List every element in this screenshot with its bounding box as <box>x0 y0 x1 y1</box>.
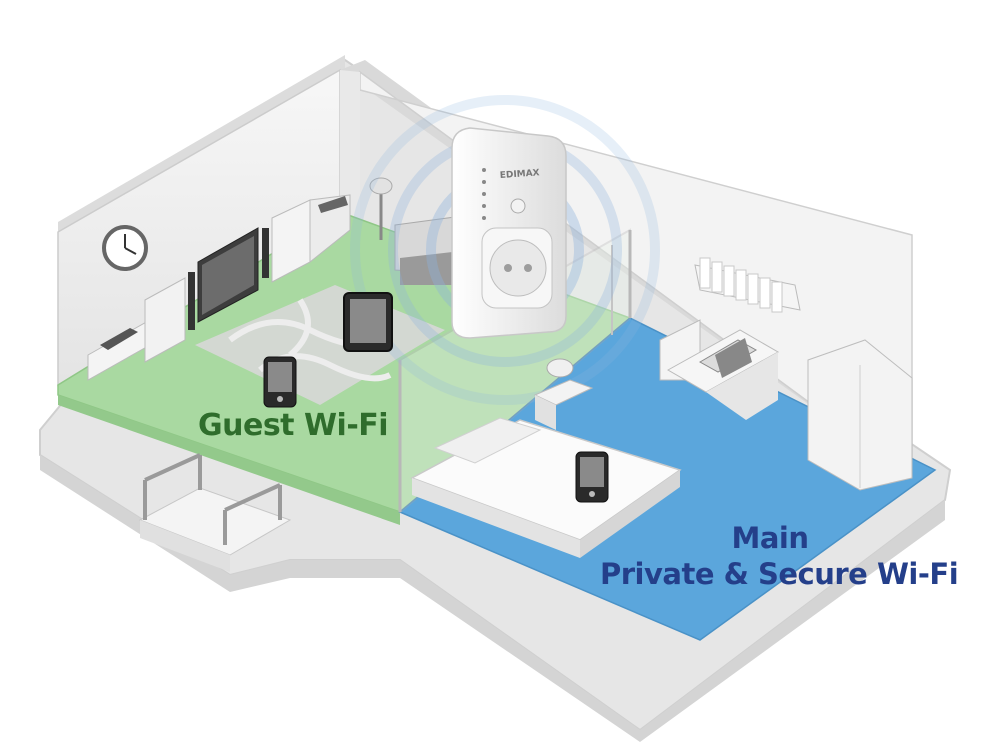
wps-button-icon <box>510 198 526 214</box>
wall-clock-icon <box>102 225 148 271</box>
range-extender-device: EDIMAX <box>451 127 567 339</box>
power-socket-icon <box>489 239 547 297</box>
living-room-furniture <box>87 177 393 381</box>
device-brand: EDIMAX <box>500 168 540 181</box>
bedroom-furniture <box>410 358 682 558</box>
guest-floor-edge <box>58 395 400 525</box>
phone-icon-guest <box>263 356 297 408</box>
tablet-icon <box>343 292 393 352</box>
main-wifi-label-line2: Private & Secure Wi-Fi <box>600 557 959 591</box>
office-furniture <box>659 257 913 491</box>
phone-icon-main <box>575 451 609 503</box>
main-wifi-label-line1: Main <box>731 521 809 555</box>
main-wifi-label: Main Private & Secure Wi-Fi <box>600 520 959 592</box>
guest-wifi-label: Guest Wi-Fi <box>198 408 389 443</box>
entrance-stairs <box>138 453 292 572</box>
